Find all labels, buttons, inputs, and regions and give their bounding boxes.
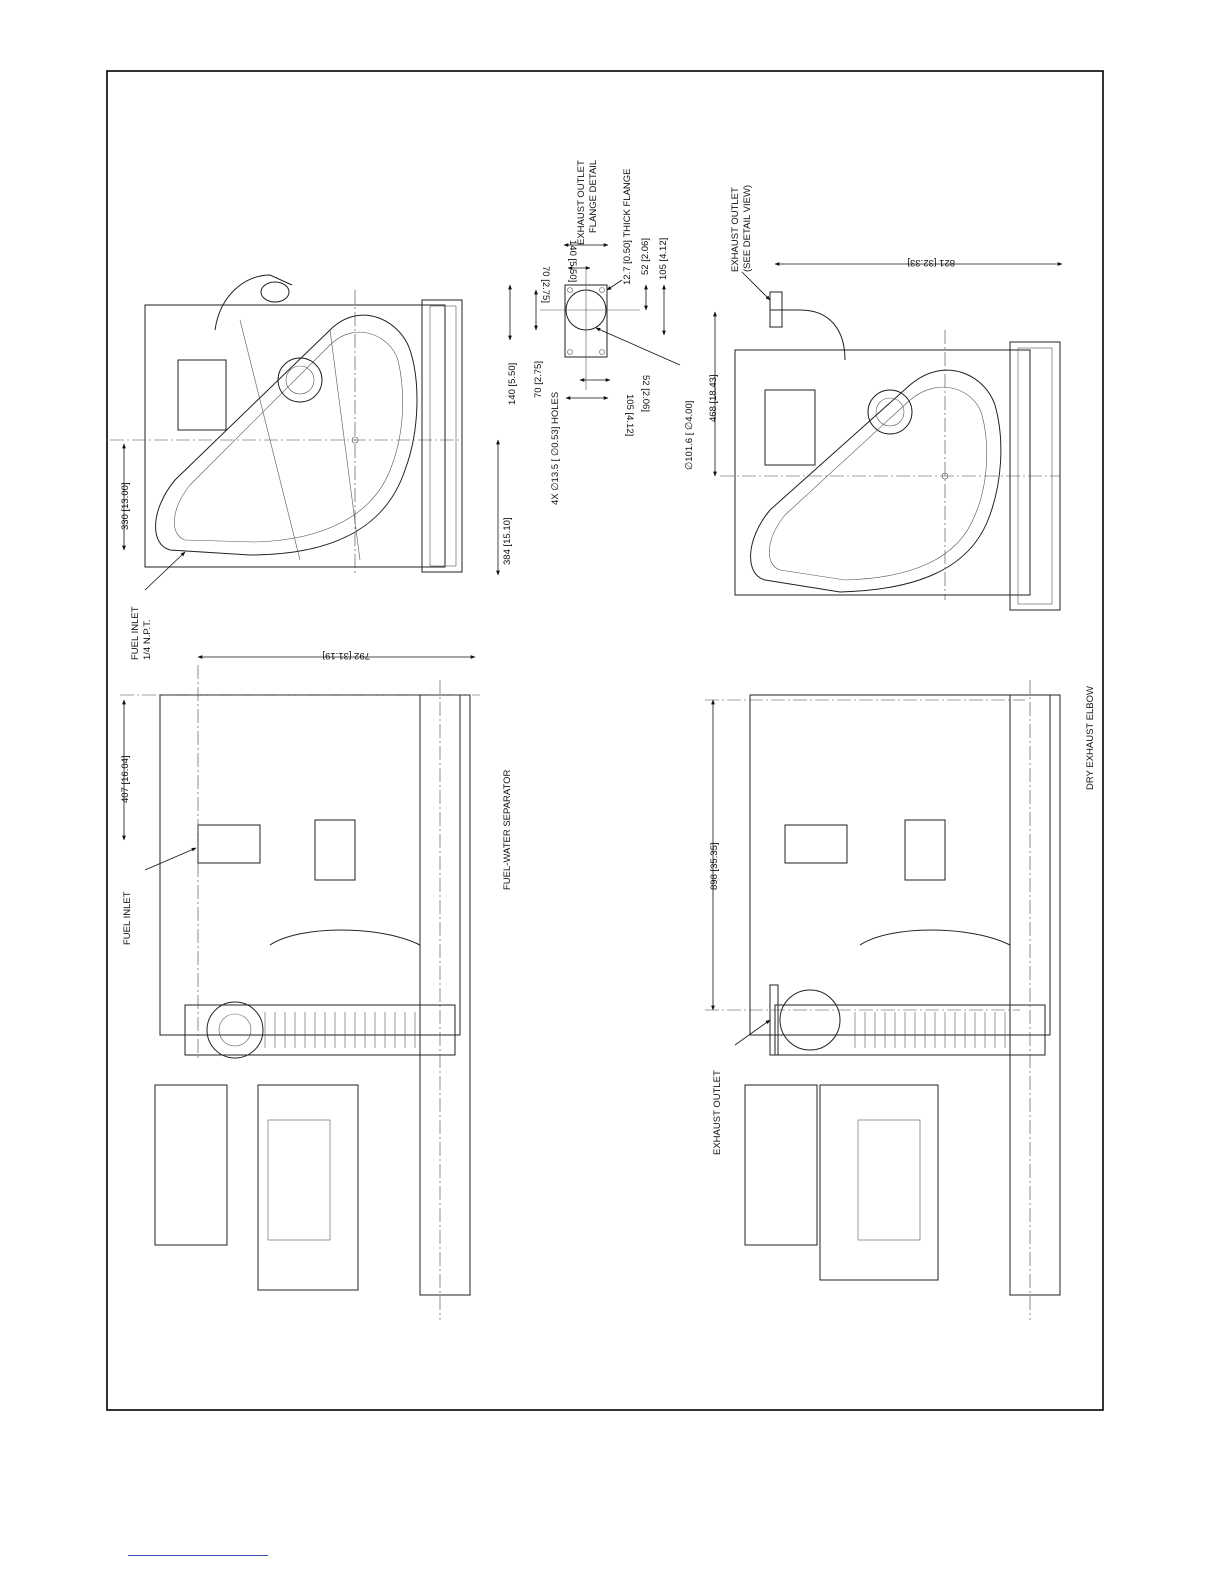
dim-384: 384 [15.10] bbox=[502, 517, 513, 565]
dim-105-b: 105 [4.12] bbox=[624, 394, 635, 436]
label-see-detail-view: (SEE DETAIL VIEW) bbox=[742, 185, 753, 272]
label-fuel-water-separator: FUEL-WATER SEPARATOR bbox=[502, 770, 513, 890]
label-flange-title-2: FLANGE DETAIL bbox=[588, 160, 599, 233]
label-dia-101: ∅101.6 [ ∅4.00] bbox=[684, 401, 695, 470]
dim-70-b: 70 [2.75] bbox=[540, 266, 551, 303]
label-exhaust-outlet: EXHAUST OUTLET bbox=[712, 1070, 723, 1155]
footer-rule bbox=[128, 1555, 268, 1556]
dim-821: 821 [32.33] bbox=[907, 257, 955, 268]
dim-52-a: 52 [2.06] bbox=[640, 238, 651, 275]
dim-140-b: 140 [5.50] bbox=[567, 240, 578, 282]
exhaust-flange-detail bbox=[540, 270, 640, 390]
dim-52-b: 52 [2.06] bbox=[640, 375, 651, 412]
side-view-exhaust bbox=[705, 680, 1061, 1320]
label-exhaust-outlet-see: EXHAUST OUTLET bbox=[730, 187, 741, 272]
dim-898: 898 [35.35] bbox=[709, 842, 720, 890]
dim-330: 330 [13.00] bbox=[120, 482, 131, 530]
label-fuel-inlet: FUEL INLET bbox=[122, 891, 133, 945]
dim-407: 407 [16.04] bbox=[120, 755, 131, 803]
label-fuel-inlet-npt-size: 1/4 N.P.T. bbox=[142, 620, 153, 661]
drawing-border bbox=[106, 70, 1104, 1411]
dim-70-a: 70 [2.75] bbox=[533, 361, 544, 398]
dim-105-a: 105 [4.12] bbox=[658, 238, 669, 280]
end-view-exhaust-side bbox=[720, 291, 1061, 611]
end-view-fuel-side bbox=[110, 274, 463, 575]
label-dry-exhaust-elbow: DRY EXHAUST ELBOW bbox=[1085, 686, 1096, 790]
label-holes: 4X ∅13.5 [ ∅0.53] HOLES bbox=[550, 392, 561, 505]
side-view-fuel bbox=[120, 665, 480, 1320]
dim-140-a: 140 [5.50] bbox=[507, 363, 518, 405]
dim-468: 468 [18.43] bbox=[708, 374, 719, 422]
label-fuel-inlet-npt: FUEL INLET bbox=[130, 606, 141, 660]
label-flange-title-1: EXHAUST OUTLET bbox=[576, 160, 587, 245]
label-thick-flange: 12.7 [0.50] THICK FLANGE bbox=[622, 168, 633, 285]
dim-792: 792 [31.19] bbox=[322, 650, 370, 661]
